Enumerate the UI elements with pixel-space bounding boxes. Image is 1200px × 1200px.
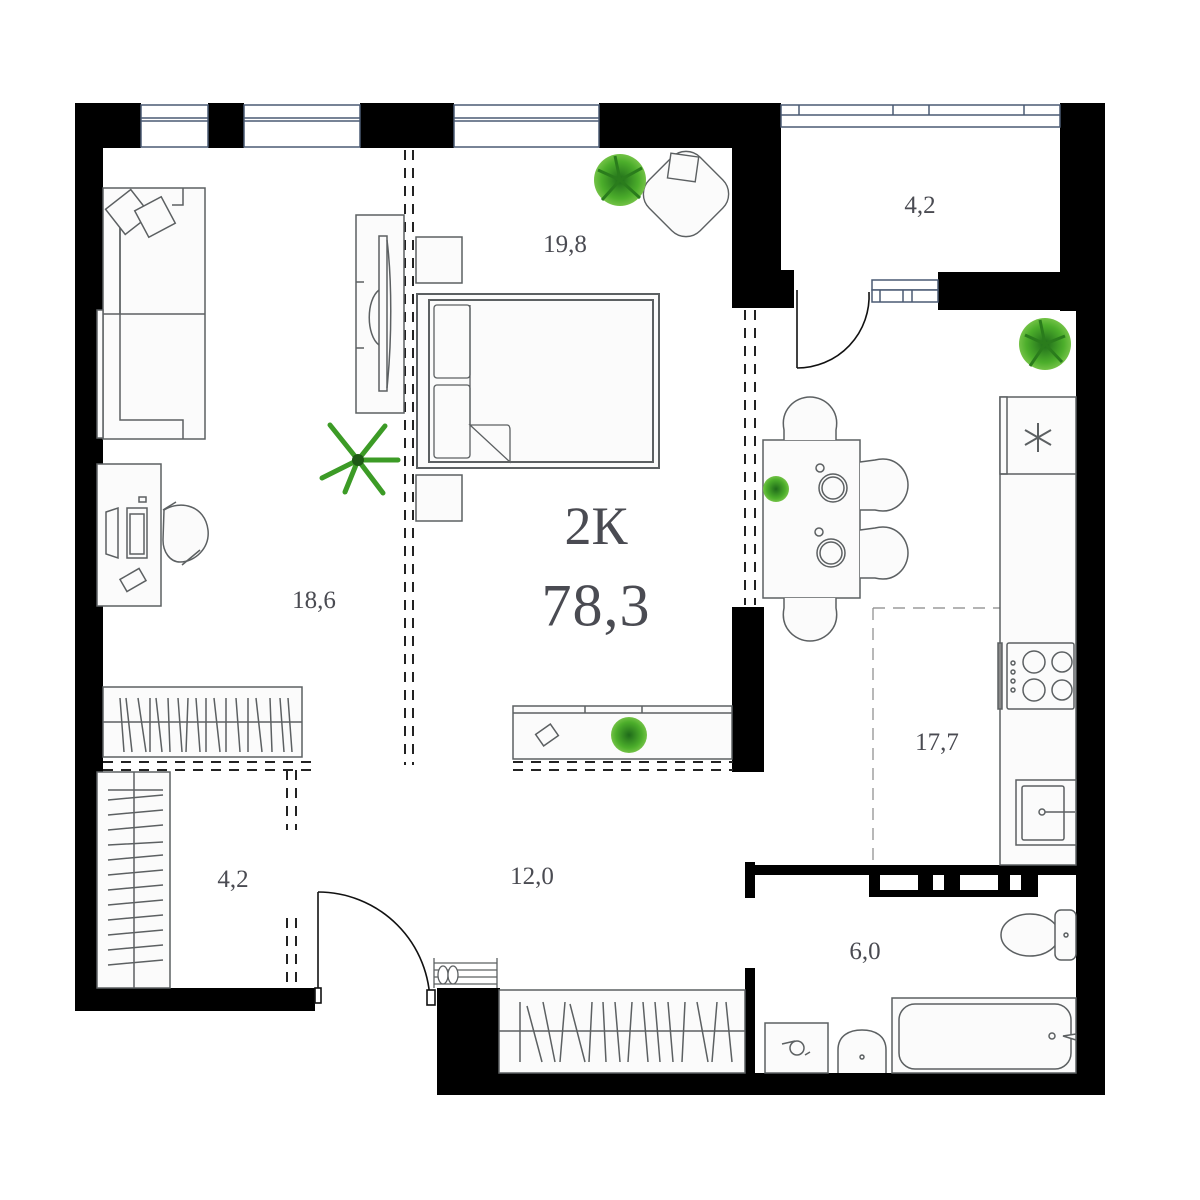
- nightstand-bottom: [415, 474, 463, 522]
- entrance-door[interactable]: [314, 891, 436, 1006]
- room-area-hallway: 12,0: [510, 863, 554, 890]
- windows: [140, 104, 1061, 303]
- room-area-bedroom: 19,8: [543, 231, 587, 258]
- bathroom-sink: [837, 1029, 887, 1073]
- window-balcony: [780, 104, 1061, 128]
- slipper-icon: [447, 965, 459, 985]
- stove: [997, 642, 1075, 710]
- bathtub: [891, 997, 1077, 1074]
- pillow-icon: [104, 188, 177, 239]
- dresser: [512, 705, 733, 760]
- window-living-room: [140, 104, 209, 148]
- bed: [416, 293, 660, 469]
- plant-icon-dresser: [611, 717, 647, 753]
- tv-stand: [355, 214, 405, 414]
- room-area-balcony: 4,2: [904, 192, 936, 219]
- plant-icon-kitchen-corner: [1019, 318, 1071, 370]
- toilet: [1000, 909, 1077, 961]
- kitchen-sink: [1015, 779, 1077, 846]
- balcony-door[interactable]: [796, 290, 870, 369]
- desk: [96, 463, 162, 607]
- plant-icon-palm: [319, 422, 401, 496]
- window-bedroom-left: [243, 104, 361, 148]
- fridge-icon: [1024, 423, 1052, 452]
- wardrobe-closet: [96, 771, 171, 989]
- total-area-label: 78,3: [541, 572, 651, 639]
- shoe-rack: [433, 958, 498, 988]
- plant-icon-table: [763, 476, 789, 502]
- window-kitchen-balcony: [871, 279, 939, 303]
- dashed-partitions: [103, 150, 756, 988]
- room-area-living-room: 18,6: [292, 587, 336, 614]
- plant-icon-bedroom-corner: [594, 154, 646, 206]
- room-area-bathroom: 6,0: [849, 938, 881, 965]
- walls: [75, 103, 1105, 1095]
- dining-chairs: [782, 396, 909, 642]
- slipper-icon: [437, 965, 449, 985]
- office-chair: [162, 501, 209, 566]
- hallway-wardrobe: [498, 989, 746, 1074]
- sofa: [96, 187, 206, 440]
- wardrobe-living: [102, 686, 303, 758]
- dining-table: [762, 439, 861, 599]
- washing-machine: [764, 1022, 829, 1074]
- room-area-wardrobe: 4,2: [217, 866, 249, 893]
- armchair: [642, 150, 730, 238]
- window-bedroom-right: [453, 104, 600, 148]
- apartment-type-label: 2К: [564, 496, 628, 556]
- nightstand-top: [415, 236, 463, 284]
- ventilation-shafts: [880, 875, 1021, 890]
- room-area-kitchen: 17,7: [915, 729, 959, 756]
